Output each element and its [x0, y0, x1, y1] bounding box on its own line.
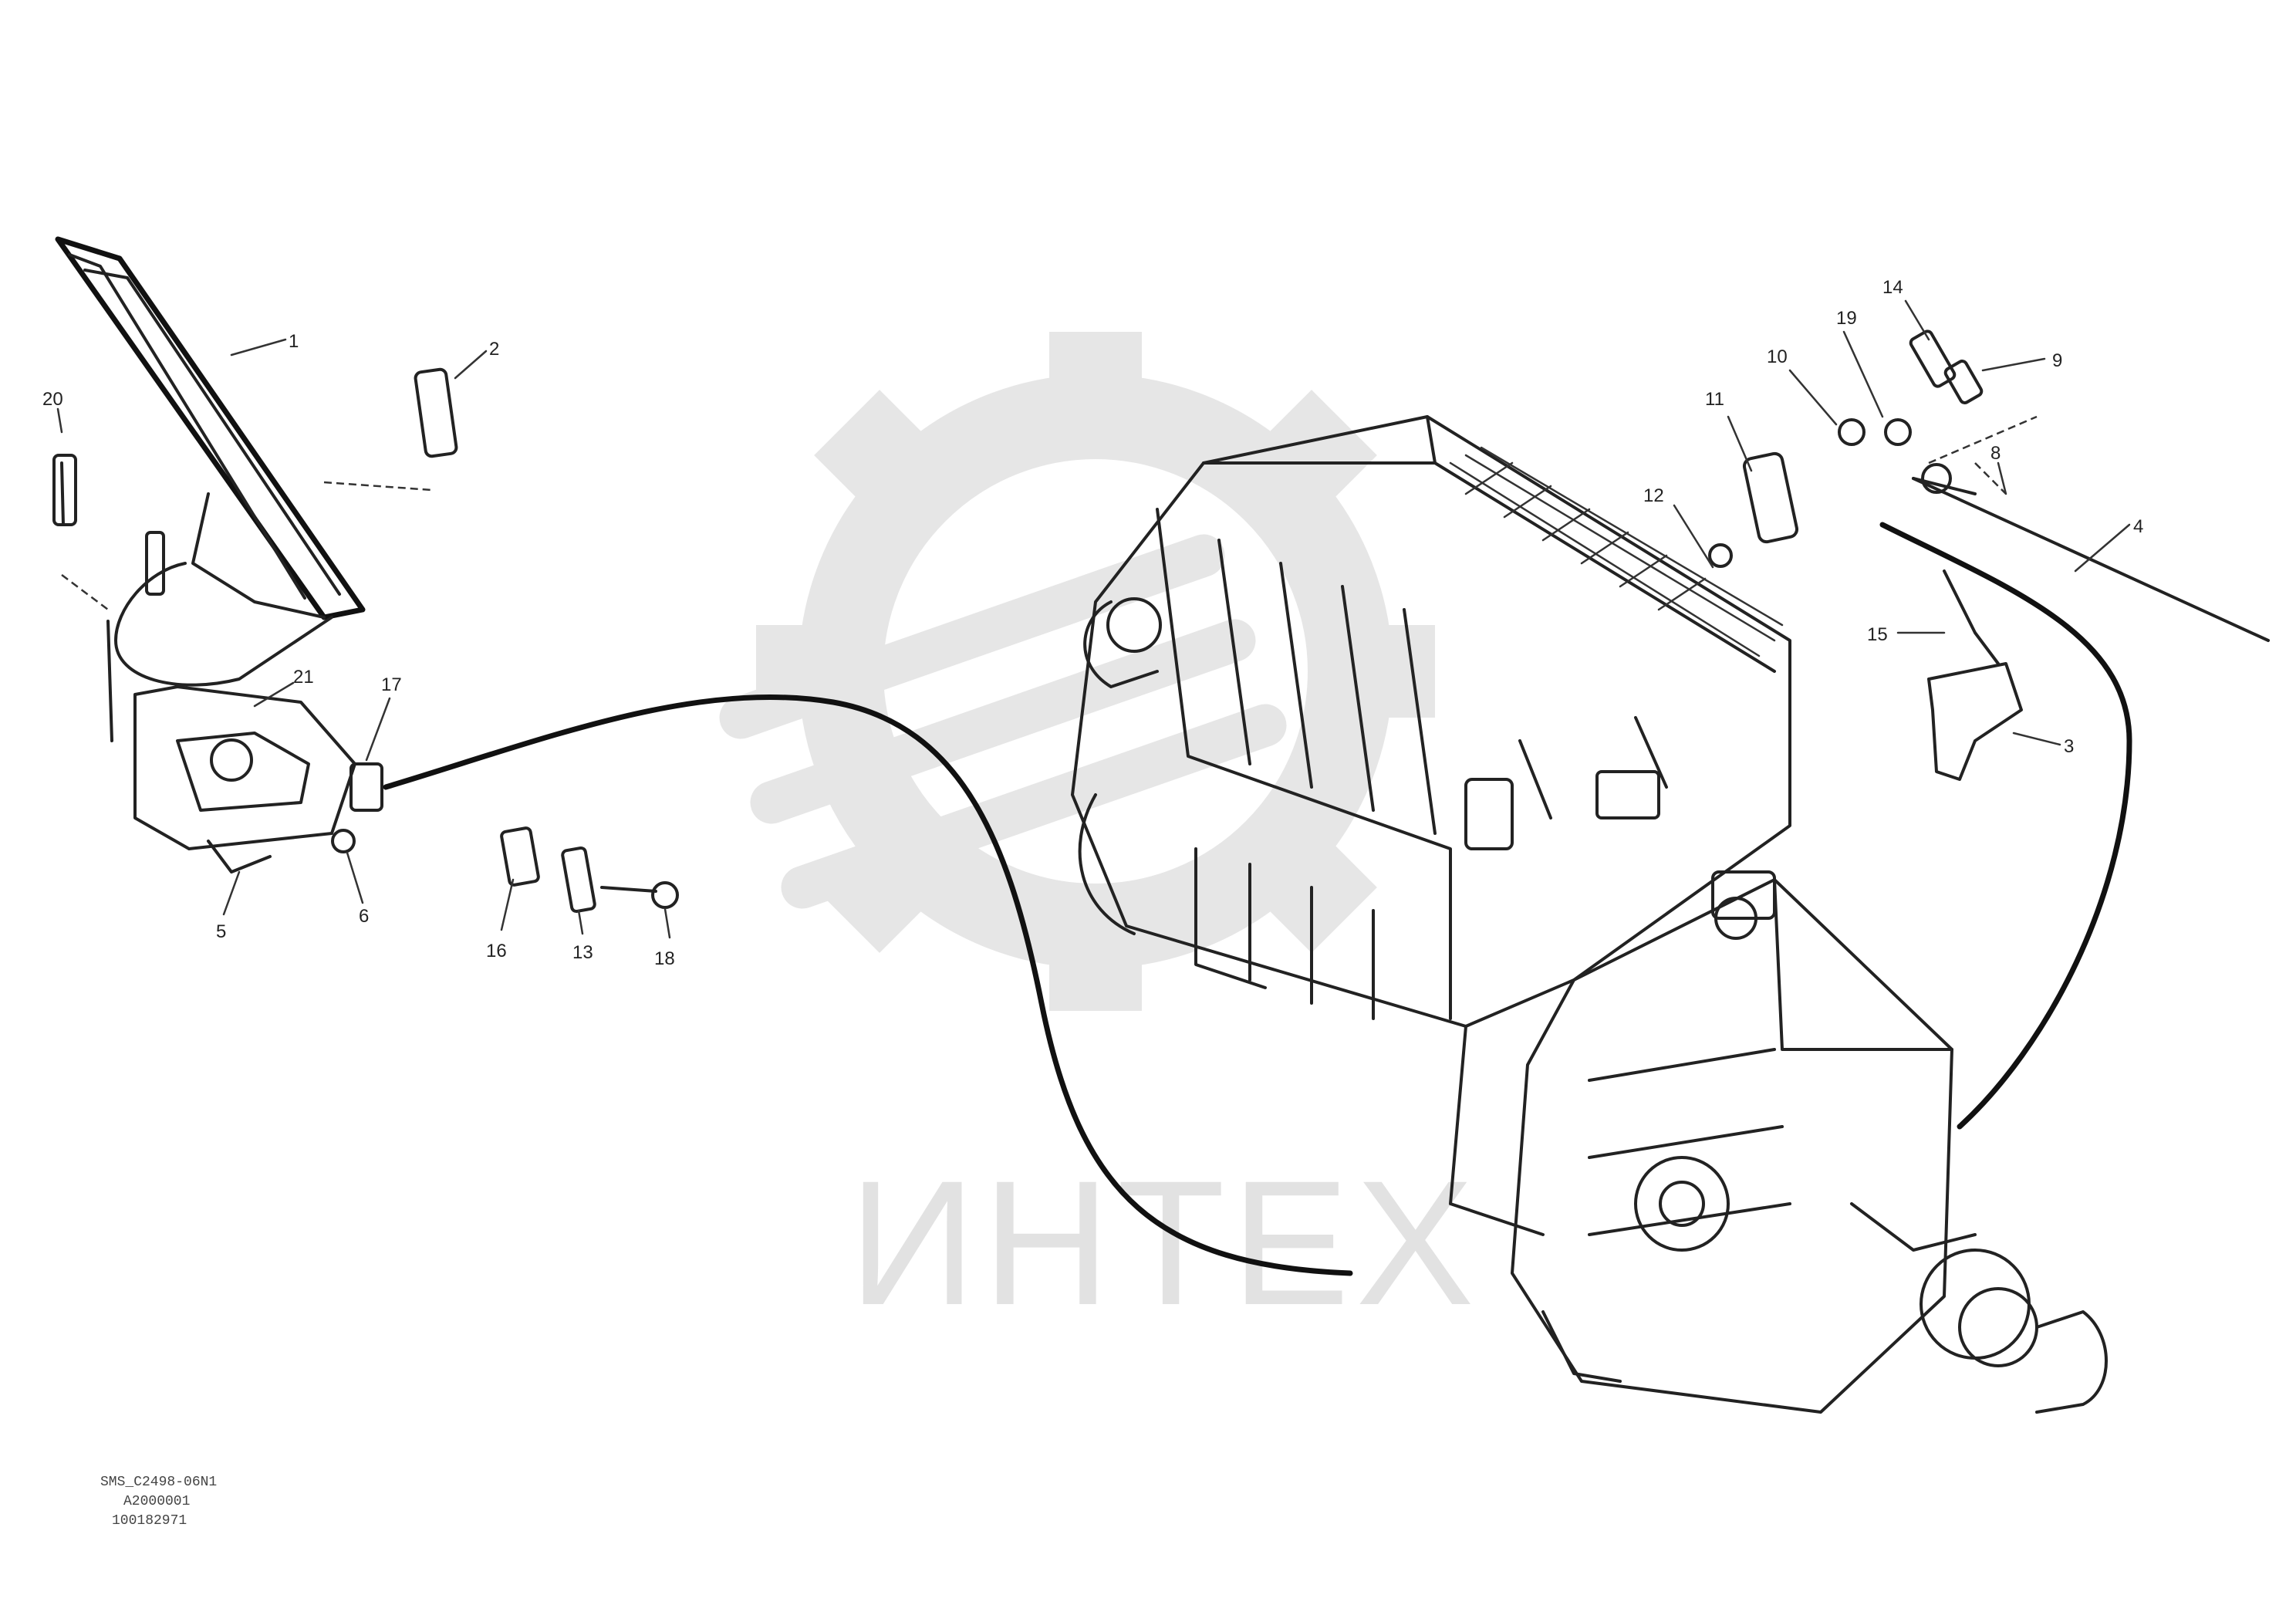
callout-20: 20	[42, 389, 63, 410]
fastener-parts	[500, 826, 679, 914]
callout-6: 6	[359, 906, 369, 927]
watermark-text: ИНТЕХ	[849, 1144, 1481, 1342]
callout-17: 17	[381, 674, 402, 695]
reference-line-3: 100182971	[112, 1513, 187, 1529]
callout-1: 1	[289, 331, 299, 352]
engine-block	[1071, 415, 1791, 1236]
callout-10: 10	[1767, 346, 1788, 367]
callout-18: 18	[654, 948, 675, 969]
reference-line-2: A2000001	[123, 1494, 190, 1509]
callout-19: 19	[1836, 308, 1857, 329]
callout-4: 4	[2133, 516, 2143, 537]
callout-13: 13	[572, 942, 593, 963]
callout-2: 2	[489, 339, 499, 360]
callouts: 1 2 20 21 17 5 6 16 13 18 12 11 10 19 14…	[42, 277, 2143, 969]
linkage-parts	[1708, 329, 2038, 781]
pedal-assembly	[52, 236, 458, 874]
reference-block: SMS_C2498-06N1 A2000001 100182971	[100, 1475, 217, 1529]
callout-8: 8	[1990, 443, 2001, 464]
transmission	[1511, 870, 2108, 1414]
callout-11: 11	[1705, 389, 1724, 410]
callout-9: 9	[2052, 350, 2062, 371]
callout-5: 5	[216, 921, 226, 942]
callout-3: 3	[2064, 736, 2074, 757]
reference-line-1: SMS_C2498-06N1	[100, 1475, 217, 1490]
callout-15: 15	[1867, 624, 1888, 645]
callout-14: 14	[1882, 277, 1903, 298]
callout-16: 16	[486, 941, 507, 961]
callout-21: 21	[293, 667, 314, 688]
throttle-cable	[383, 477, 2270, 1276]
callout-12: 12	[1643, 485, 1664, 506]
